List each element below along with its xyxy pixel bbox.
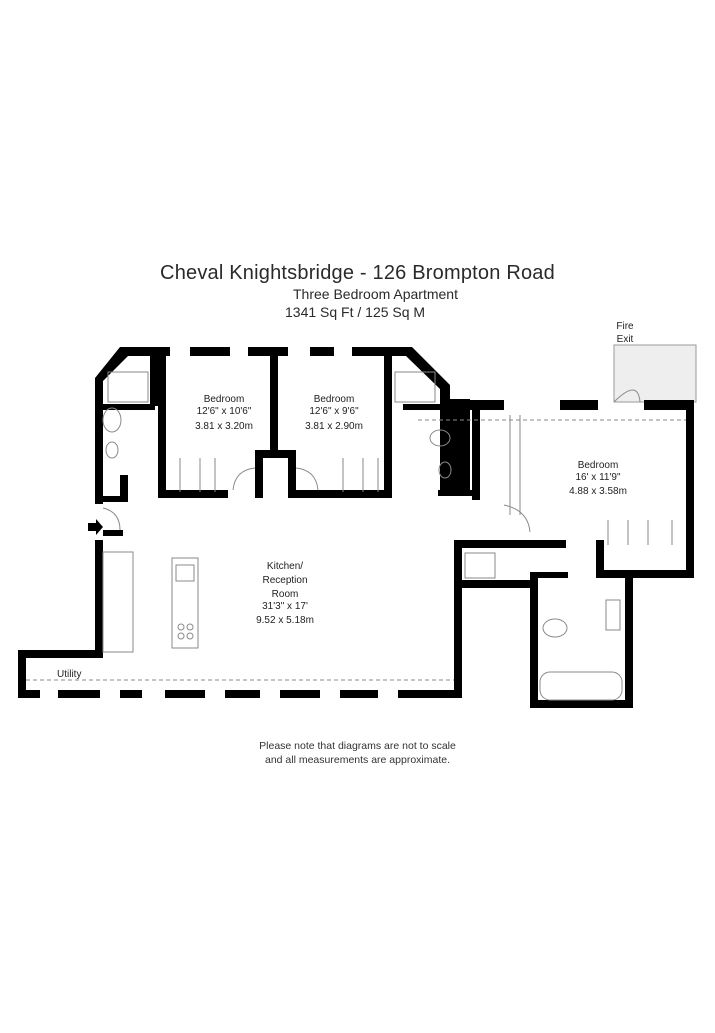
entrance-arrow-icon <box>88 519 103 535</box>
scale-disclaimer: Please note that diagrams are not to sca… <box>0 739 715 767</box>
svg-text:9.52 x 5.18m: 9.52 x 5.18m <box>256 615 314 626</box>
svg-text:Exit: Exit <box>617 334 634 345</box>
svg-text:Bedroom: Bedroom <box>314 394 355 405</box>
fire-exit-area <box>613 344 697 403</box>
svg-text:3.81 x 3.20m: 3.81 x 3.20m <box>195 421 253 432</box>
svg-text:16' x 11'9": 16' x 11'9" <box>576 472 621 483</box>
bedroom-1-label: Bedroom 12'6" x 10'6" 3.81 x 3.20m <box>195 394 253 432</box>
svg-text:Room: Room <box>272 589 299 600</box>
disclaimer-line-1: Please note that diagrams are not to sca… <box>259 740 456 752</box>
kitchen-label: Kitchen/ Reception Room 31'3" x 17' 9.52… <box>256 561 314 626</box>
bedroom-3-label: Bedroom 16' x 11'9" 4.88 x 3.58m <box>569 460 627 497</box>
plan-title: Cheval Knightsbridge - 126 Brompton Road <box>160 262 555 284</box>
fixtures <box>26 371 686 701</box>
svg-text:Bedroom: Bedroom <box>204 394 245 405</box>
svg-text:Reception: Reception <box>262 575 307 586</box>
plan-area: 1341 Sq Ft / 125 Sq M <box>285 304 426 320</box>
svg-text:3.81 x 2.90m: 3.81 x 2.90m <box>305 421 363 432</box>
plan-subtitle: Three Bedroom Apartment <box>293 286 458 302</box>
svg-text:4.88 x 3.58m: 4.88 x 3.58m <box>569 486 627 497</box>
walls <box>18 347 694 708</box>
disclaimer-line-2: and all measurements are approximate. <box>264 754 450 766</box>
svg-text:Kitchen/: Kitchen/ <box>267 561 303 572</box>
svg-text:Bedroom: Bedroom <box>578 460 619 471</box>
svg-text:12'6" x 9'6": 12'6" x 9'6" <box>309 406 359 417</box>
svg-text:31'3" x 17': 31'3" x 17' <box>262 601 308 612</box>
bedroom-2-label: Bedroom 12'6" x 9'6" 3.81 x 2.90m <box>305 394 363 432</box>
utility-label: Utility <box>57 669 81 680</box>
fire-exit-label: Fire Exit <box>616 321 634 345</box>
svg-text:12'6" x 10'6": 12'6" x 10'6" <box>197 406 252 417</box>
svg-text:Fire: Fire <box>616 321 634 332</box>
